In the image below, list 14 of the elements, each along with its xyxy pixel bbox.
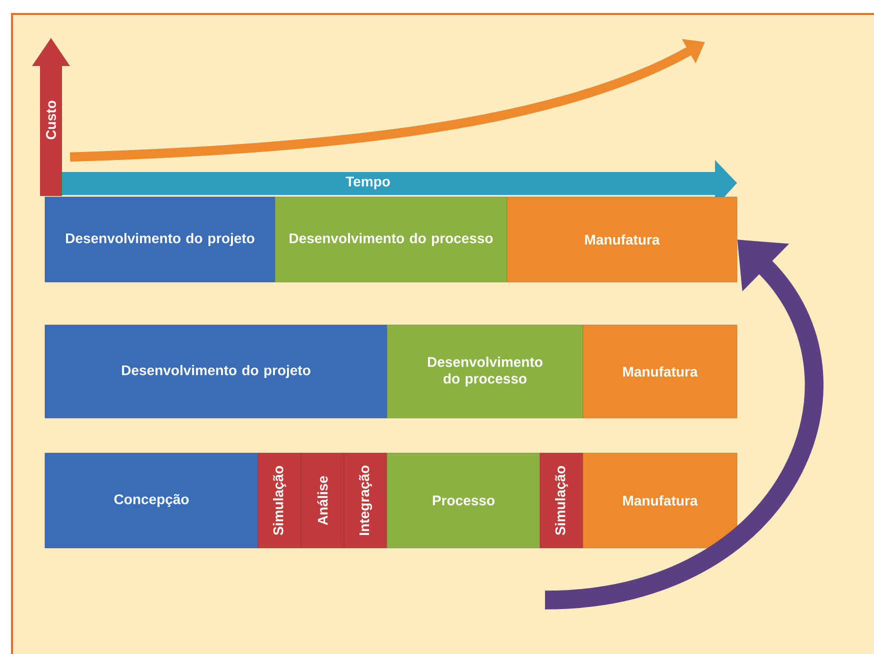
phase-box: Manufatura — [582, 452, 738, 548]
phase-box: Concepção — [44, 452, 258, 548]
phase-box: Análise — [300, 452, 344, 548]
phase-box: Manufatura — [506, 196, 738, 282]
phase-box: Desenvolvimento do projeto — [44, 196, 276, 282]
phase-box: Simulação — [258, 452, 302, 548]
phase-box: Processo — [386, 452, 540, 548]
phase-box: Desenvolvimento do processo — [386, 324, 584, 418]
phase-box: Desenvolvimento do projeto — [44, 324, 388, 418]
axis-label: Custo — [46, 100, 56, 140]
phase-box: Desenvolvimento do processo — [274, 196, 508, 282]
phase-box: Integração — [344, 452, 388, 548]
phase-box: Simulação — [540, 452, 584, 548]
phase-box: Manufatura — [582, 324, 738, 418]
